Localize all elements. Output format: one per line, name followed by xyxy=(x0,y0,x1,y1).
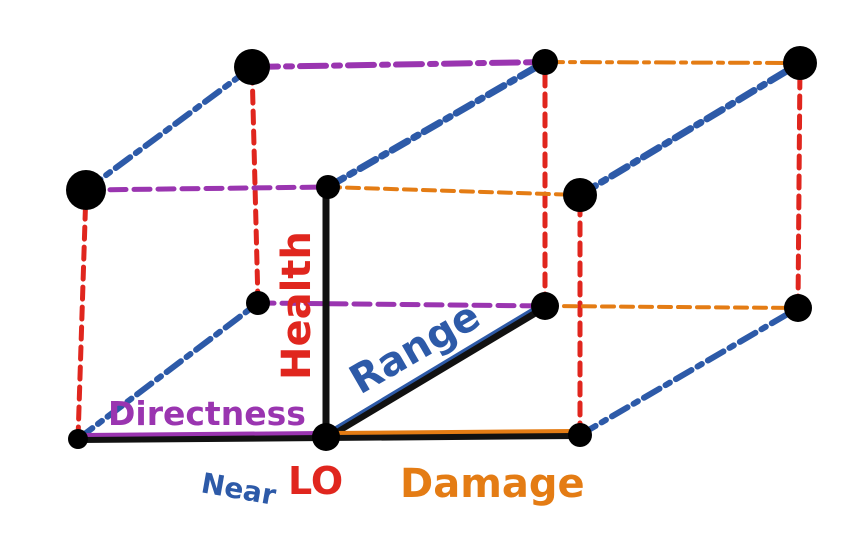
cube-edge xyxy=(326,185,582,197)
directness-axis xyxy=(74,433,330,443)
cube-edge xyxy=(255,300,548,309)
range-axis xyxy=(321,301,550,442)
cube-edge xyxy=(249,64,261,306)
directness-label: Directness xyxy=(108,394,306,433)
vertex-dot xyxy=(563,178,597,212)
vertex-dot xyxy=(784,294,812,322)
cube-edge xyxy=(324,58,549,191)
vertex-dot xyxy=(68,429,88,449)
lo-label: LO xyxy=(288,459,343,503)
cube-edge xyxy=(83,64,255,193)
cube-edge xyxy=(75,300,261,442)
vertex-dot xyxy=(246,291,270,315)
vertex-dot xyxy=(783,46,817,80)
cube-edge xyxy=(795,60,803,311)
cube-edge xyxy=(249,59,548,70)
cube-edge xyxy=(577,305,801,438)
cube-edge xyxy=(543,60,802,65)
axes xyxy=(74,186,582,443)
near-label: Near xyxy=(199,466,279,512)
damage-label: Damage xyxy=(400,461,585,507)
damage-axis xyxy=(322,431,582,441)
range-axis-highlight xyxy=(328,302,543,433)
health-label: Health xyxy=(274,231,320,380)
vertex-dot xyxy=(531,292,559,320)
cube-edge xyxy=(576,59,804,199)
damage-axis-highlight xyxy=(328,429,576,435)
cube-edge xyxy=(75,187,89,442)
cube-vertices xyxy=(66,46,817,451)
vertex-dot xyxy=(234,49,270,85)
vertex-dot xyxy=(312,423,340,451)
vertex-dot xyxy=(568,423,592,447)
vertex-dot xyxy=(316,175,340,199)
cube-edge xyxy=(83,184,331,193)
vertex-dot xyxy=(532,49,558,75)
cube-edges xyxy=(75,58,804,442)
cube-edge xyxy=(543,304,800,310)
directness-axis-highlight xyxy=(80,431,324,437)
vertex-dot xyxy=(66,170,106,210)
